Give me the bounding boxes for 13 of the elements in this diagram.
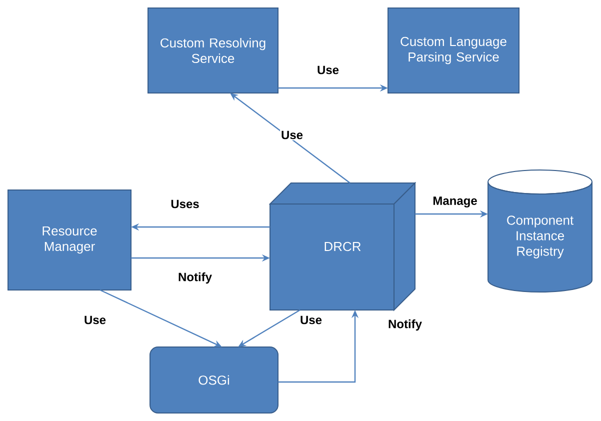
process-box: Custom Language Parsing Service [388, 8, 520, 94]
edge-label: Use [83, 314, 108, 326]
edge-label: Manage [432, 196, 478, 208]
rounded-box: OSGi [150, 346, 278, 414]
edge-label: Use [299, 314, 324, 326]
edge-label: Notify [177, 271, 213, 285]
process-box: Resource Manager [8, 190, 132, 290]
database-cylinder: Component Instance Registry [488, 170, 592, 292]
process-box: Custom Resolving Service [148, 8, 278, 94]
edge-label: Use [280, 130, 304, 140]
edge-label: Uses [170, 198, 200, 210]
edge-label: Notify [387, 318, 423, 332]
edge-label: Use [316, 64, 340, 76]
